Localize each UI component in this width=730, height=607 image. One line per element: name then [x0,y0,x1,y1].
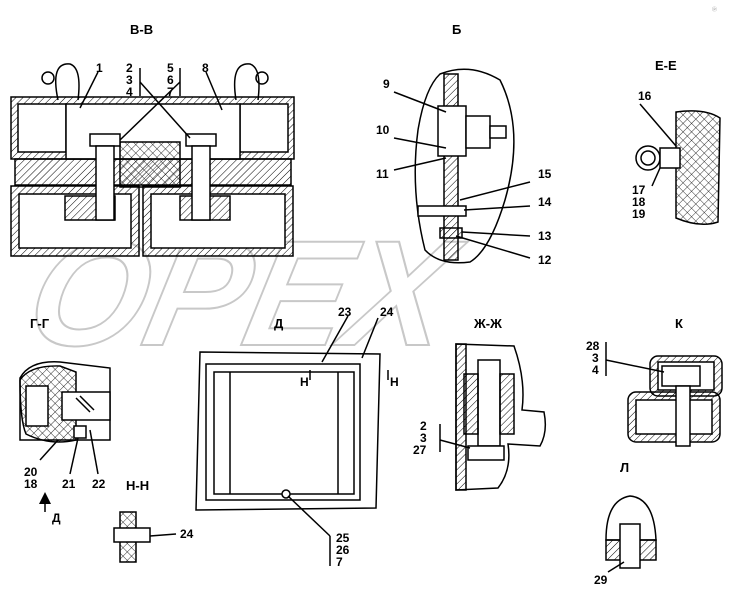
callout-7-d: 7 [336,555,343,569]
callout-28: 28 [586,339,600,353]
section-title-l: Л [620,460,629,475]
callout-18-gg: 18 [24,477,38,491]
section-title-ee: Е-Е [655,58,677,73]
view-l: Л [605,460,657,573]
view-d: Д [195,315,389,566]
callout-22: 22 [92,477,106,491]
callouts-l: 29 [594,573,608,587]
callout-3-zhzh: 3 [420,431,427,445]
callout-9: 9 [383,77,390,91]
view-vv: В-В [10,22,295,257]
view-zhzh: Ж-Ж [439,316,547,491]
callouts-k: 28 3 4 [586,339,600,377]
callout-4: 4 [126,85,133,99]
callout-2: 2 [126,61,133,75]
callout-19: 19 [632,207,646,221]
view-nn: Н-Н [113,478,177,563]
callout-4-k: 4 [592,363,599,377]
callout-10: 10 [376,123,390,137]
callout-7: 7 [167,85,174,99]
view-b: Б [393,22,531,264]
callout-12: 12 [538,253,552,267]
callout-8: 8 [202,61,209,75]
callout-21: 21 [62,477,76,491]
callout-6: 6 [167,73,174,87]
callout-26: 26 [336,543,350,557]
callout-3: 3 [126,73,133,87]
callout-2-zhzh: 2 [420,419,427,433]
section-title-zhzh: Ж-Ж [473,316,502,331]
callout-5: 5 [167,61,174,75]
marker-d-arrow: Д [52,511,61,525]
marker-h-left: Н [300,375,309,389]
callout-16: 16 [638,89,652,103]
section-title-vv: В-В [130,22,153,37]
callouts-gg: 20 18 21 22 Д [24,465,106,525]
callouts-nn: 24 [180,527,194,541]
callouts-vv: 1 2 3 4 5 6 7 8 [96,61,209,99]
section-title-gg: Г-Г [30,316,50,331]
callout-1: 1 [96,61,103,75]
view-ee: Е-Е [635,58,721,225]
callout-24-nn: 24 [180,527,194,541]
callout-20: 20 [24,465,38,479]
view-gg: Г-Г [19,316,111,512]
marker-h-right: Н [390,375,399,389]
section-title-k: К [675,316,683,331]
callout-25: 25 [336,531,350,545]
callout-14: 14 [538,195,552,209]
section-title-nn: Н-Н [126,478,149,493]
corner-mark: ⓟ [712,6,717,13]
callouts-d: 23 24 Н Н 25 26 7 [300,305,399,569]
callout-18: 18 [632,195,646,209]
callout-15: 15 [538,167,552,181]
callout-27: 27 [413,443,427,457]
callout-3-k: 3 [592,351,599,365]
section-title-d: Д [274,316,284,331]
callouts-zhzh: 2 3 27 [413,419,427,457]
callout-23: 23 [338,305,352,319]
callouts-b: 9 10 11 15 14 13 12 [376,77,552,267]
section-title-b: Б [452,22,461,37]
callout-24: 24 [380,305,394,319]
callout-17: 17 [632,183,646,197]
callouts-ee: 16 17 18 19 [632,89,652,221]
callout-11: 11 [376,167,389,181]
view-k: К [605,316,723,447]
callout-13: 13 [538,229,552,243]
callout-29: 29 [594,573,608,587]
